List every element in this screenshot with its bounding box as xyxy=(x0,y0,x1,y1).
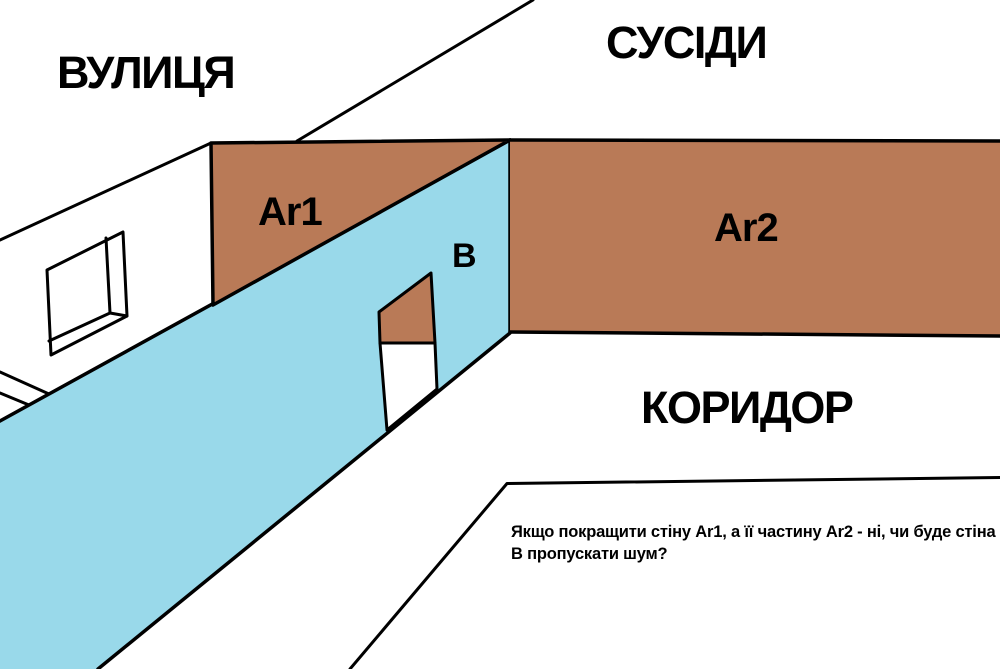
wall-ar2-edges xyxy=(508,138,1000,338)
question-text: Якщо покращити стіну Ar1, а її частину A… xyxy=(511,522,996,565)
neighbors-area-label: СУСІДИ xyxy=(606,17,768,68)
wall-b-surface xyxy=(0,140,510,669)
wall-b-label: В xyxy=(452,237,477,275)
neighbors-boundary-line xyxy=(295,0,535,143)
question-line-2: В пропускати шум? xyxy=(511,544,668,563)
wall-ar1-surface xyxy=(209,138,512,307)
window-inner-frame xyxy=(47,236,129,343)
wall-ar1-label: Ar1 xyxy=(258,190,323,234)
corridor-area-label: КОРИДОР xyxy=(641,382,854,433)
street-wall-base-lines xyxy=(0,370,51,407)
door-opening-lower-gap xyxy=(378,341,439,432)
wall-ar2-label: Ar2 xyxy=(714,206,779,250)
street-wall-top-edge xyxy=(0,141,213,242)
question-line-1: Якщо покращити стіну Ar1, а її частину A… xyxy=(511,523,996,541)
corridor-floor-edge xyxy=(348,476,1000,669)
street-area-label: ВУЛИЦЯ xyxy=(57,47,236,98)
wall-ar2-surface xyxy=(510,140,1000,336)
